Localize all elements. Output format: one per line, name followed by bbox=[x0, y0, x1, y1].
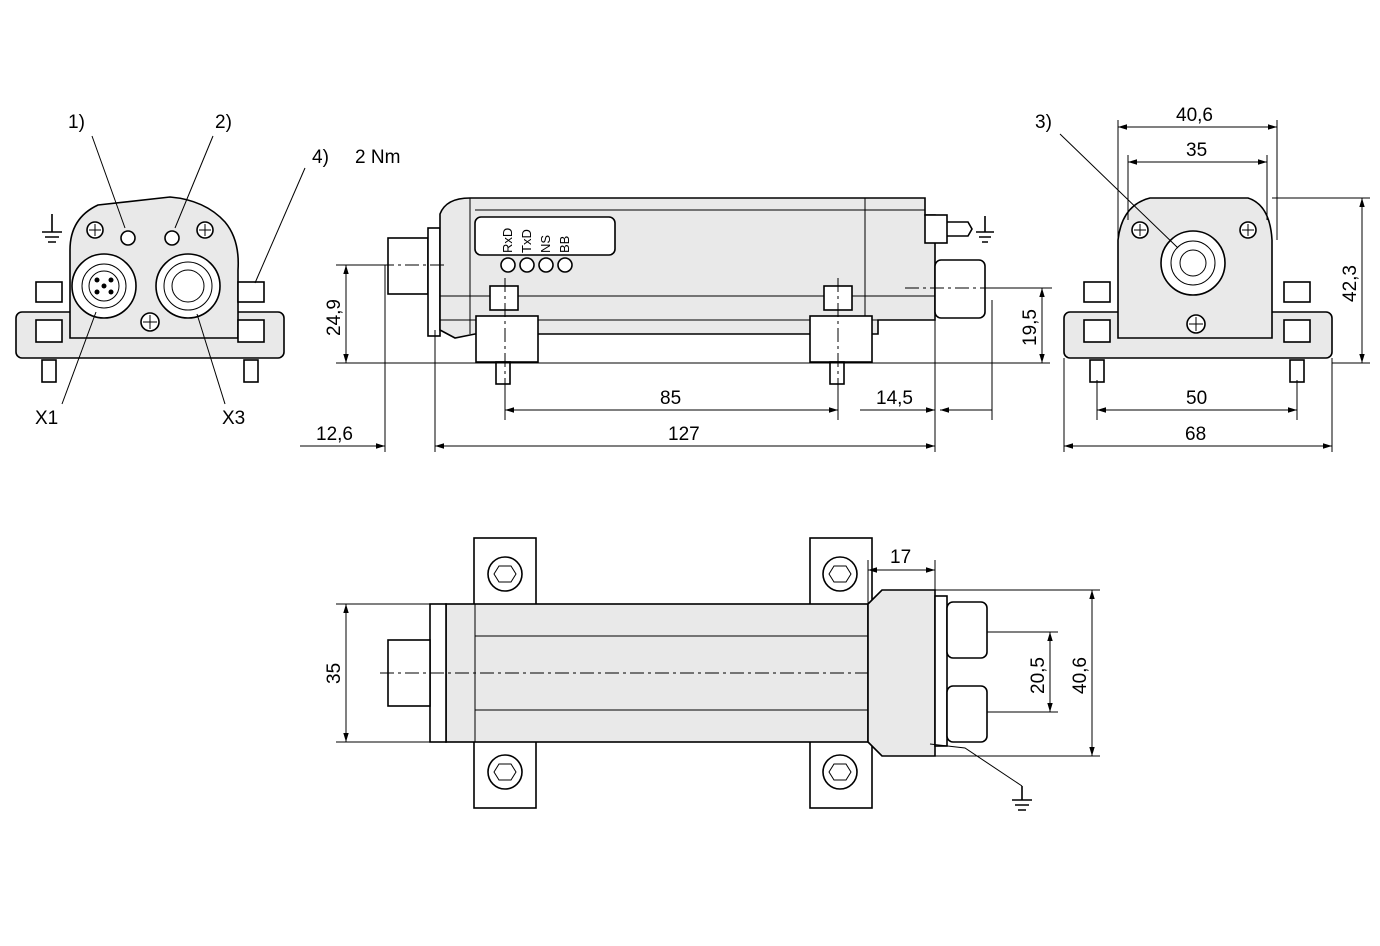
led-label-rxd: RxD bbox=[500, 228, 515, 253]
dim-14-5: 14,5 bbox=[876, 388, 913, 409]
callout-2: 2) bbox=[215, 112, 232, 133]
front-screw-left bbox=[35, 281, 63, 303]
side-foot-right bbox=[809, 315, 873, 363]
dim-85: 85 bbox=[660, 388, 681, 409]
dim-40-6-top: 40,6 bbox=[1176, 105, 1213, 126]
dim-12-6: 12,6 bbox=[316, 424, 353, 445]
ground-icon-side bbox=[976, 216, 994, 243]
dim-68: 68 bbox=[1185, 424, 1206, 445]
callout-4: 4) bbox=[312, 147, 329, 168]
rear-view bbox=[1059, 120, 1370, 452]
dim-40-6-side: 40,6 bbox=[1070, 657, 1091, 694]
callout-3: 3) bbox=[1035, 112, 1052, 133]
dim-20-5: 20,5 bbox=[1028, 657, 1049, 694]
dim-127: 127 bbox=[668, 424, 700, 445]
ground-icon-top bbox=[1012, 786, 1032, 811]
ground-icon bbox=[42, 214, 62, 243]
dim-24-9: 24,9 bbox=[324, 299, 345, 336]
callout-1: 1) bbox=[68, 112, 85, 133]
side-left-connector bbox=[387, 237, 429, 295]
dim-42-3: 42,3 bbox=[1340, 265, 1361, 302]
led-1 bbox=[120, 230, 136, 246]
side-view bbox=[300, 197, 1052, 452]
torque-label: 2 Nm bbox=[355, 147, 400, 168]
front-screw-right bbox=[237, 281, 265, 303]
dim-19-5: 19,5 bbox=[1020, 309, 1041, 346]
side-foot-left bbox=[475, 315, 539, 363]
led-label-ns: NS bbox=[538, 235, 553, 253]
side-right-connector bbox=[934, 259, 986, 319]
dim-35-side: 35 bbox=[324, 663, 345, 684]
dim-35-top: 35 bbox=[1186, 140, 1207, 161]
dim-50: 50 bbox=[1186, 388, 1207, 409]
top-connector-upper bbox=[946, 601, 988, 659]
dim-17: 17 bbox=[890, 547, 911, 568]
label-x3: X3 bbox=[222, 408, 245, 429]
top-view bbox=[336, 537, 1100, 811]
top-connector-lower bbox=[946, 685, 988, 743]
led-2 bbox=[164, 230, 180, 246]
label-x1: X1 bbox=[35, 408, 58, 429]
connector-x3 bbox=[155, 253, 221, 319]
led-panel bbox=[474, 216, 616, 256]
led-label-bb: BB bbox=[557, 236, 572, 253]
led-label-txd: TxD bbox=[519, 229, 534, 253]
front-view bbox=[15, 135, 306, 405]
